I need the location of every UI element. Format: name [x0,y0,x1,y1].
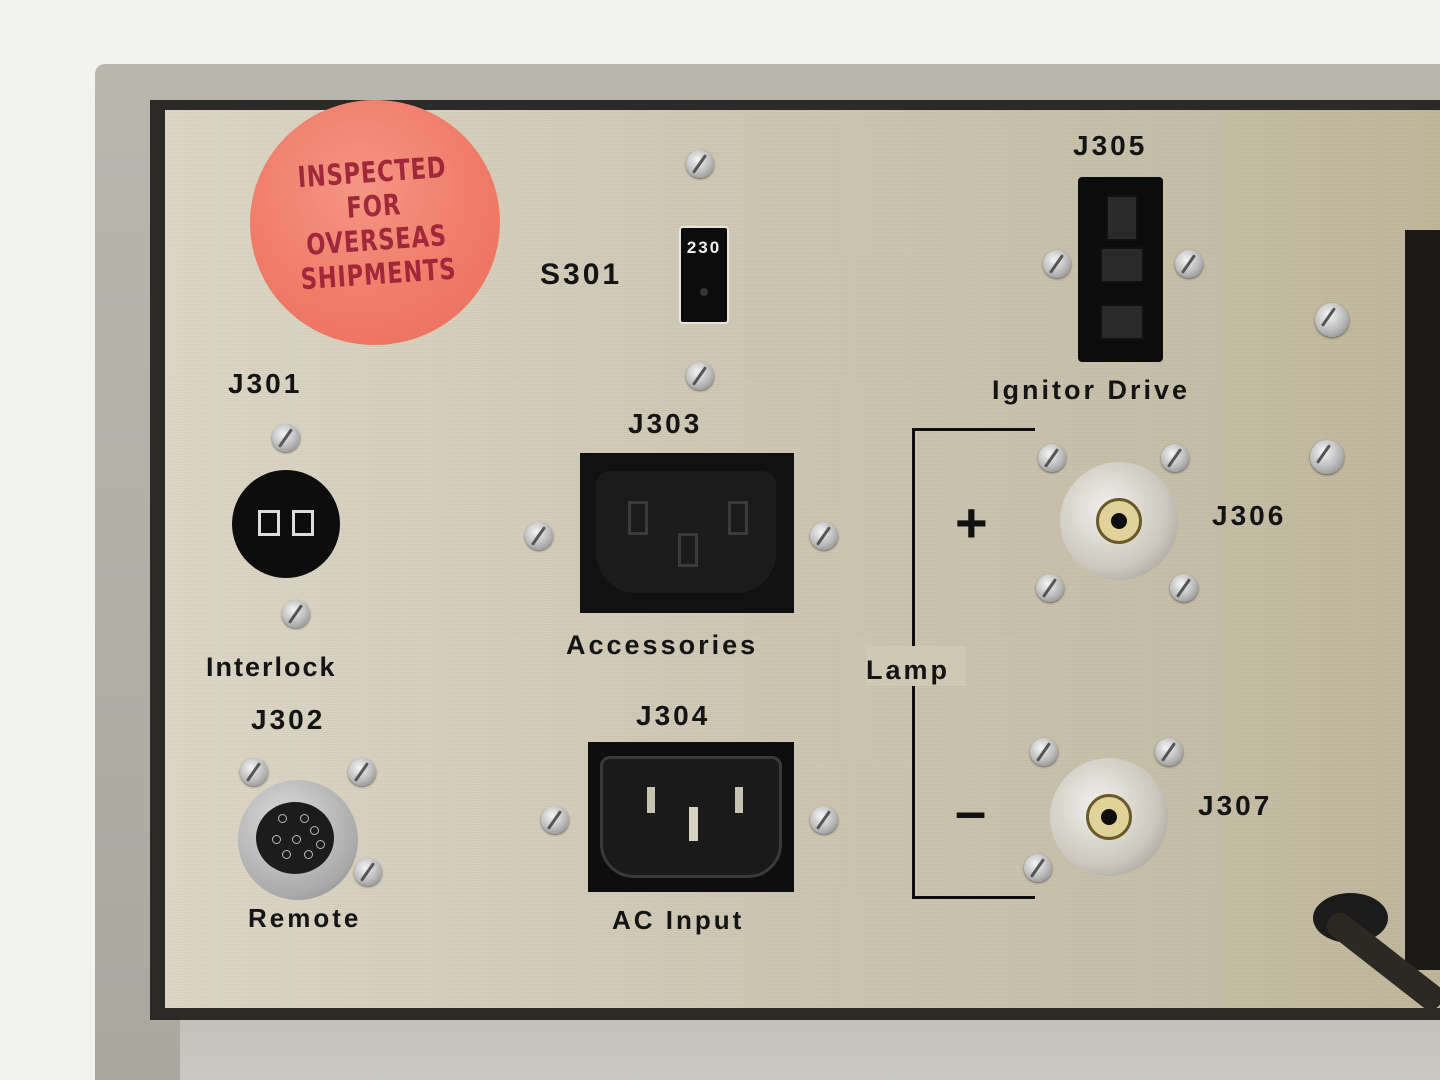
panel-right-edge [1405,230,1440,970]
connector-slot [292,510,314,536]
screw-icon [272,424,300,452]
screw-icon [1315,303,1349,337]
sticker-line-2: FOR [345,186,403,225]
ac-input-inlet[interactable] [588,742,794,892]
ignitor-drive-connector[interactable] [1078,177,1163,362]
connector-insulator [1096,498,1142,544]
pin [292,835,301,844]
sticker-line-1: INSPECTED [295,149,447,194]
switch-label: S301 [540,258,623,291]
lamp-negative-connector[interactable] [1050,758,1168,876]
screw-icon [686,362,714,390]
connector-socket [1101,809,1117,825]
voltage-setting: 230 [686,238,722,257]
j303-ref-label: J303 [628,408,703,439]
connector-insulator [1086,794,1132,840]
connector-socket [1111,513,1127,529]
outlet-face [596,471,776,593]
connector-slot [1100,304,1144,340]
screw-icon [1175,250,1203,278]
screw-icon [541,806,569,834]
screw-icon [1038,444,1066,472]
j301-ref-label: J301 [228,368,303,399]
plus-sign: + [955,491,988,554]
screw-icon [282,600,310,628]
j305-ref-label: J305 [1073,130,1148,161]
outlet-slot [728,501,748,535]
screw-icon [1024,854,1052,882]
j302-ref-label: J302 [251,704,326,735]
screw-icon [525,522,553,550]
screw-icon [1043,250,1071,278]
screw-icon [810,806,838,834]
remote-connector[interactable] [238,780,358,900]
lamp-label-bg [866,646,966,686]
screw-icon [686,150,714,178]
lamp-label: Lamp [866,655,951,685]
inlet-pin [647,787,655,813]
pin [272,835,281,844]
lamp-positive-connector[interactable] [1060,462,1178,580]
j305-function-label: Ignitor Drive [992,375,1191,405]
connector-slot [258,510,280,536]
connector-slot [1106,195,1138,241]
interlock-connector[interactable] [232,470,340,578]
outlet-slot [628,501,648,535]
outlet-slot [678,533,698,567]
pin [282,850,291,859]
j304-ref-label: J304 [636,700,711,731]
j301-function-label: Interlock [206,652,337,682]
accessories-outlet[interactable] [580,453,794,613]
screw-icon [354,858,382,886]
pin [300,814,309,823]
connector-slot [1100,247,1144,283]
inlet-pin-ground [689,807,698,841]
connector-face [256,802,334,874]
screw-icon [240,758,268,786]
j302-function-label: Remote [248,903,362,933]
screw-icon [348,758,376,786]
screw-icon [1036,574,1064,602]
j307-ref-label: J307 [1198,790,1273,821]
screw-icon [1030,738,1058,766]
screw-icon [1170,574,1198,602]
j306-ref-label: J306 [1212,500,1287,531]
screw-icon [810,522,838,550]
pin [316,840,325,849]
voltage-selector-switch[interactable]: 230 [679,226,729,324]
screw-icon [1161,444,1189,472]
pin [278,814,287,823]
inlet-face [600,756,782,878]
screw-icon [1155,738,1183,766]
switch-actuator [700,288,708,296]
pin [310,826,319,835]
screw-icon [1310,440,1344,474]
j303-function-label: Accessories [566,630,759,660]
inlet-pin [735,787,743,813]
pin [304,850,313,859]
j304-function-label: AC Input [612,905,745,935]
minus-sign: – [955,779,987,842]
